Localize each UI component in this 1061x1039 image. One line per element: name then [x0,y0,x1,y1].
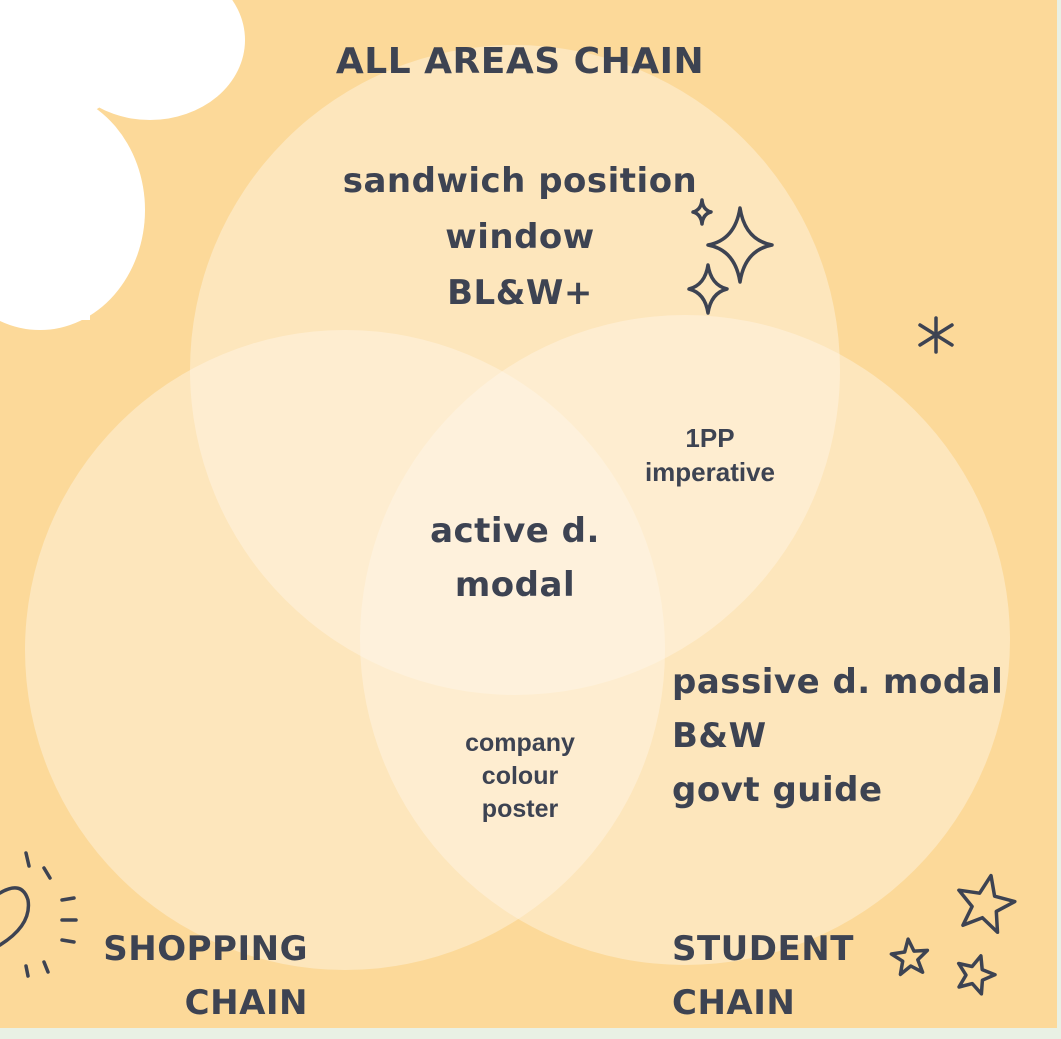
bottom-overlap-line: poster [481,795,559,823]
circle-all-areas-chain [190,45,840,695]
top-right-overlap-text: 1PP imperative [610,421,810,489]
diagram-title: ALL AREAS CHAIN [335,41,705,82]
overlap-line: 1PP [685,423,735,453]
right-circle-line: passive d. modal [672,662,1004,702]
top-circle-text: sandwich position window BL&W+ [300,153,740,321]
heart-icon [0,851,78,978]
star-icon [889,873,1017,996]
shopping-chain-label: SHOPPING CHAIN [88,922,308,1030]
center-line: active d. [430,511,600,551]
circle-student-chain [360,315,1010,965]
right-circle-line: govt guide [672,770,883,810]
circle-shopping-chain [25,330,665,970]
overlap-line: imperative [644,457,776,487]
star-shape [956,954,997,996]
bottom-overlap-line: colour [481,762,559,790]
shopping-label-line: CHAIN [184,983,308,1023]
bottom-overlap-line: company [465,729,575,757]
top-circle-line: BL&W+ [447,273,593,313]
four-point-sparkle-icon [687,198,774,315]
shopping-label-line: SHOPPING [103,929,308,969]
bottom-overlap-text: company colour poster [430,727,610,826]
student-label-line: CHAIN [672,983,796,1023]
center-overlap-text: active d. modal [410,504,620,612]
center-line: modal [454,565,576,605]
star-shape [957,873,1017,935]
asterisk-icon [918,316,954,354]
top-circle-line: sandwich position [342,161,698,201]
student-label-line: STUDENT [672,929,854,969]
top-circle-line: window [445,217,595,257]
right-circle-line: B&W [672,716,767,756]
cloud-shape [0,0,245,330]
star-shape [889,937,930,977]
student-chain-label: STUDENT CHAIN [672,922,892,1030]
right-circle-text: passive d. modal B&W govt guide [672,655,1032,817]
